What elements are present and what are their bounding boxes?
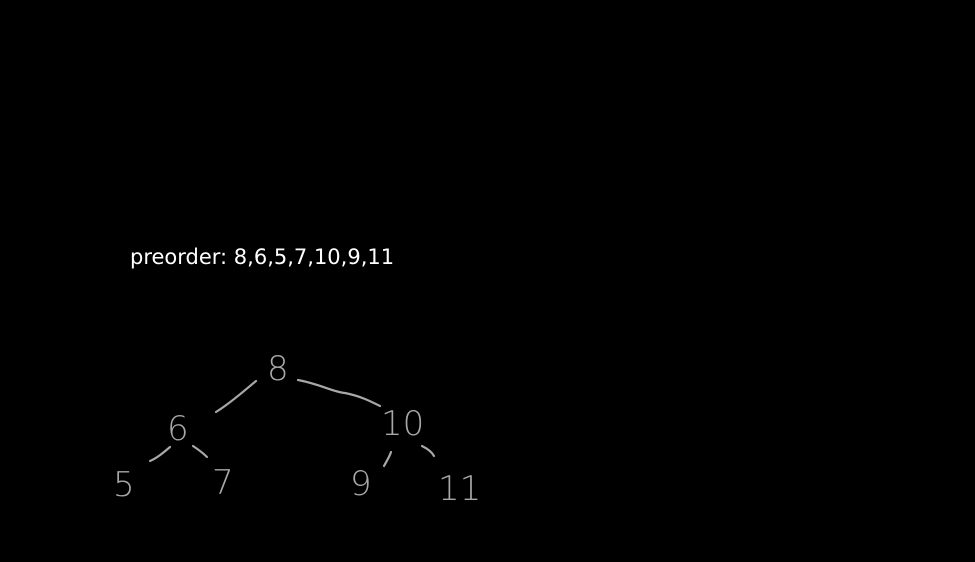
node-8: 8 — [267, 349, 289, 389]
node-6: 6 — [167, 409, 189, 449]
edge-6-to-5 — [148, 445, 172, 463]
node-7: 7 — [212, 463, 234, 503]
edge-6-to-7 — [191, 444, 209, 459]
node-9: 9 — [350, 464, 372, 504]
edge-10-to-9 — [382, 450, 393, 468]
edge-8-to-6 — [214, 379, 258, 414]
node-10: 10 — [381, 404, 424, 444]
preorder-label: preorder: 8,6,5,7,10,9,11 — [130, 245, 395, 269]
edge-10-to-11 — [420, 444, 436, 458]
node-5: 5 — [113, 465, 135, 505]
node-11: 11 — [438, 469, 481, 509]
edge-8-to-10 — [296, 378, 382, 408]
